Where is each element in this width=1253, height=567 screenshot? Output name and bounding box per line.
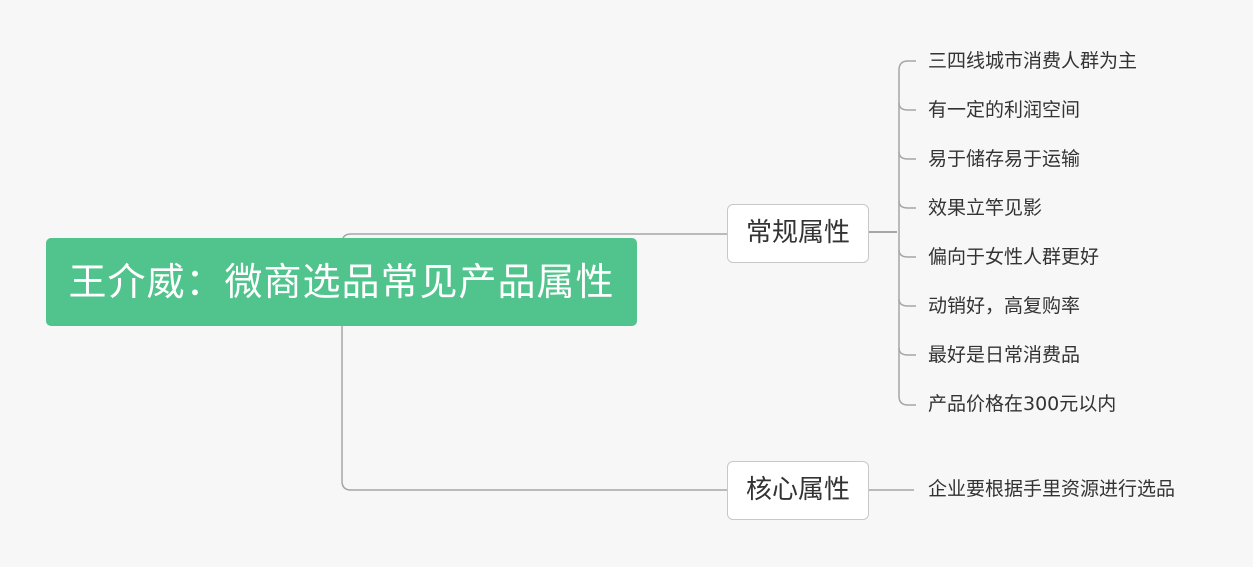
branch-core-attributes[interactable]: 核心属性 xyxy=(727,461,869,520)
leaf-regular-6[interactable]: 动销好，高复购率 xyxy=(928,295,1081,317)
root-to-branch-2-connector xyxy=(341,326,727,491)
leaf-6-connector xyxy=(898,298,916,307)
leaf-8-connector xyxy=(898,395,916,406)
leaf-3-connector xyxy=(898,151,916,160)
leaf-regular-4[interactable]: 效果立竿见影 xyxy=(928,197,1043,219)
leaf-1-connector xyxy=(898,60,916,71)
leaf-core-1[interactable]: 企业要根据手里资源进行选品 xyxy=(928,478,1176,500)
root-topic[interactable]: 王介威：微商选品常见产品属性 xyxy=(46,238,637,326)
leaf-regular-7[interactable]: 最好是日常消费品 xyxy=(928,344,1081,366)
leaf-regular-3[interactable]: 易于储存易于运输 xyxy=(928,148,1081,170)
leaf-regular-8[interactable]: 产品价格在300元以内 xyxy=(928,393,1117,415)
leaf-5-connector xyxy=(898,249,916,258)
leaf-2-connector xyxy=(898,102,916,111)
leaf-regular-2[interactable]: 有一定的利润空间 xyxy=(928,99,1081,121)
leaf-regular-5[interactable]: 偏向于女性人群更好 xyxy=(928,246,1100,268)
leaf-regular-1[interactable]: 三四线城市消费人群为主 xyxy=(928,50,1138,72)
leaf-7-connector xyxy=(898,347,916,356)
branch-regular-attributes[interactable]: 常规属性 xyxy=(727,204,869,263)
leaf-4-connector xyxy=(898,200,916,209)
